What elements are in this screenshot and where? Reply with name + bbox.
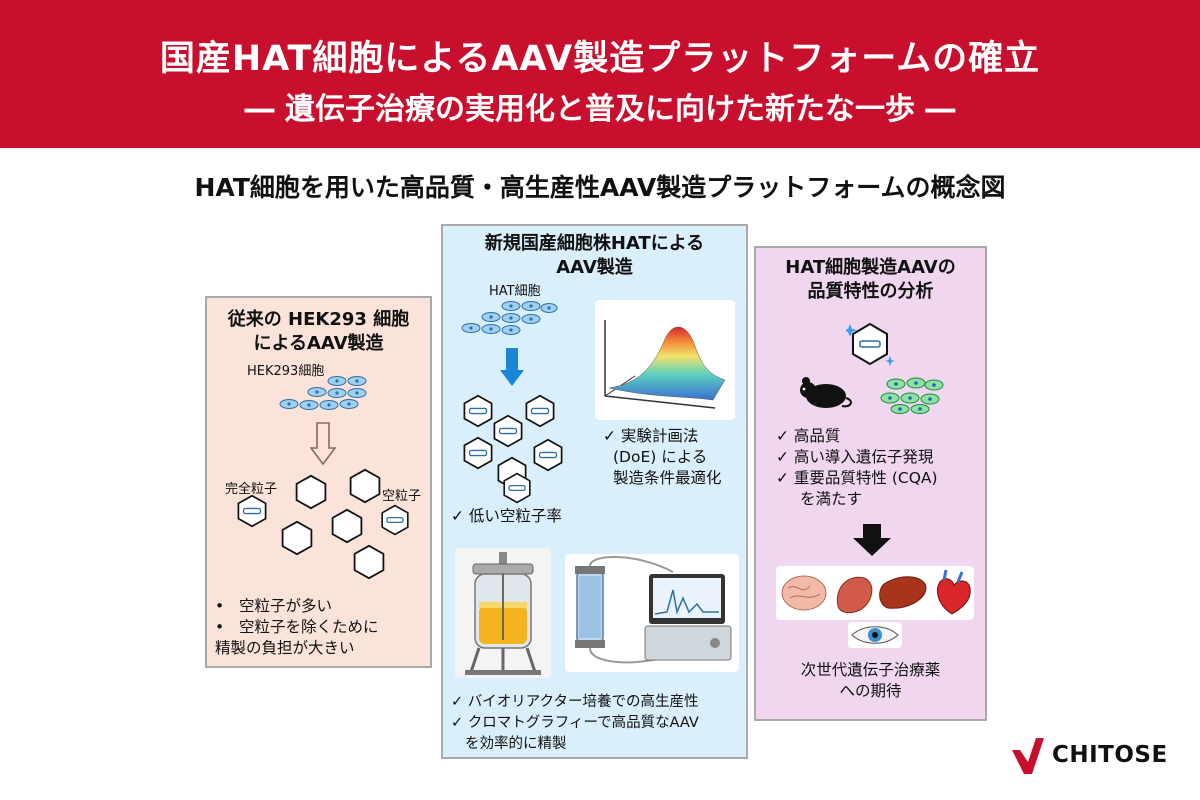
mouse-icon [792,372,854,412]
full-particle-icon [461,394,495,428]
quality-checks: ✓ 高品質 ✓ 高い導入遺伝子発現 ✓ 重要品質特性 (CQA) を満たす [776,426,981,510]
hat-title: 新規国産細胞株HATによる AAV製造 [443,232,746,280]
hat-cells-icon [459,298,559,338]
benefit-item: ✓ バイオリアクター培養での高生産性 [451,694,699,710]
header-banner: 国産HAT細胞によるAAV製造プラットフォームの確立 ― 遺伝子治療の実用化と普… [0,0,1200,148]
doe-line: (DoE) による [613,448,708,466]
quality-title-line2: 品質特性の分析 [807,281,934,302]
capsid-icon [293,474,329,510]
note-item: 精製の負担が大きい [215,639,355,657]
conventional-title-line2: によるAAV製造 [253,333,384,354]
benefit-item: を効率的に精製 [465,736,567,752]
conventional-panel: 従来の HEK293 細胞 によるAAV製造 HEK293細胞 完全粒子 空粒子… [205,296,432,668]
full-particle-icon [501,472,533,504]
quality-title: HAT細胞製造AAVの 品質特性の分析 [756,256,985,304]
quality-title-line1: HAT細胞製造AAVの [785,257,956,278]
down-arrow-black-icon [852,524,892,556]
hat-title-line1: 新規国産細胞株HATによる [484,233,705,254]
conventional-title-line1: 従来の HEK293 細胞 [227,309,410,330]
future-expectation: 次世代遺伝子治療薬 への期待 [756,660,985,702]
hat-panel: 新規国産細胞株HATによる AAV製造 HAT細胞 [441,224,748,759]
organs-image [776,566,974,620]
green-cells-icon [878,374,948,414]
check-item: ✓ 重要品質特性 (CQA) [776,469,938,487]
benefit-item: ✓ クロマトグラフィーで高品質なAAV [451,715,699,731]
down-arrow-outline-icon [310,422,336,466]
expectation-line: 次世代遺伝子治療薬 [800,661,941,679]
page-title: 国産HAT細胞によるAAV製造プラットフォームの確立 [159,39,1041,79]
capsid-icon [347,468,383,504]
hek293-cells-icon [277,372,377,416]
hat-cells-label: HAT細胞 [489,284,541,299]
note-item: 空粒子を除くために [238,618,379,636]
empty-particle-label: 空粒子 [382,489,422,504]
conventional-title: 従来の HEK293 細胞 によるAAV製造 [207,308,430,356]
full-particle-icon [491,414,525,448]
eye-icon [848,622,902,648]
conventional-notes: • 空粒子が多い • 空粒子を除くために 精製の負担が大きい [215,596,430,659]
process-benefits: ✓ バイオリアクター培養での高生産性 ✓ クロマトグラフィーで高品質なAAV を… [451,692,746,755]
chromatography-image [565,554,739,672]
doe-text: ✓ 実験計画法 (DoE) による 製造条件最適化 [603,426,743,489]
expectation-line: への期待 [839,682,902,700]
check-item: ✓ 高品質 [776,427,841,445]
check-item: を満たす [800,490,863,508]
full-particle-icon [531,438,565,472]
logo-text: CHITOSE [1052,742,1168,768]
down-arrow-blue-icon [499,348,525,388]
chitose-mark-icon [1010,736,1046,776]
chitose-logo: CHITOSE [1010,736,1180,776]
doe-surface-plot-image [595,300,735,420]
doe-line: 製造条件最適化 [613,469,722,487]
full-particle-icon [461,436,495,470]
page-subtitle: ― 遺伝子治療の実用化と普及に向けた新たな一歩 ― [244,92,956,127]
doe-line: ✓ 実験計画法 [603,427,699,445]
full-particle-icon [379,504,411,536]
capsid-icon [351,544,387,580]
full-particle-icon [523,394,557,428]
hek293-label: HEK293細胞 [247,364,325,379]
quality-panel: HAT細胞製造AAVの 品質特性の分析 [754,246,987,721]
capsid-icon [329,508,365,544]
bioreactor-image [455,548,551,678]
full-particle-icon [235,494,269,528]
check-item: ✓ 高い導入遺伝子発現 [776,448,934,466]
full-particle-label: 完全粒子 [225,482,278,497]
low-empty-rate: ✓ 低い空粒子率 [451,507,562,525]
bullet-mark: • [215,597,225,615]
figure-title: HAT細胞を用いた高品質・高生産性AAV製造プラットフォームの概念図 [194,173,1006,202]
capsid-icon [279,520,315,556]
note-item: 空粒子が多い [238,597,332,615]
hat-title-line2: AAV製造 [556,257,633,278]
bullet-mark: • [215,618,225,636]
aav-sparkle-icon [846,320,894,368]
